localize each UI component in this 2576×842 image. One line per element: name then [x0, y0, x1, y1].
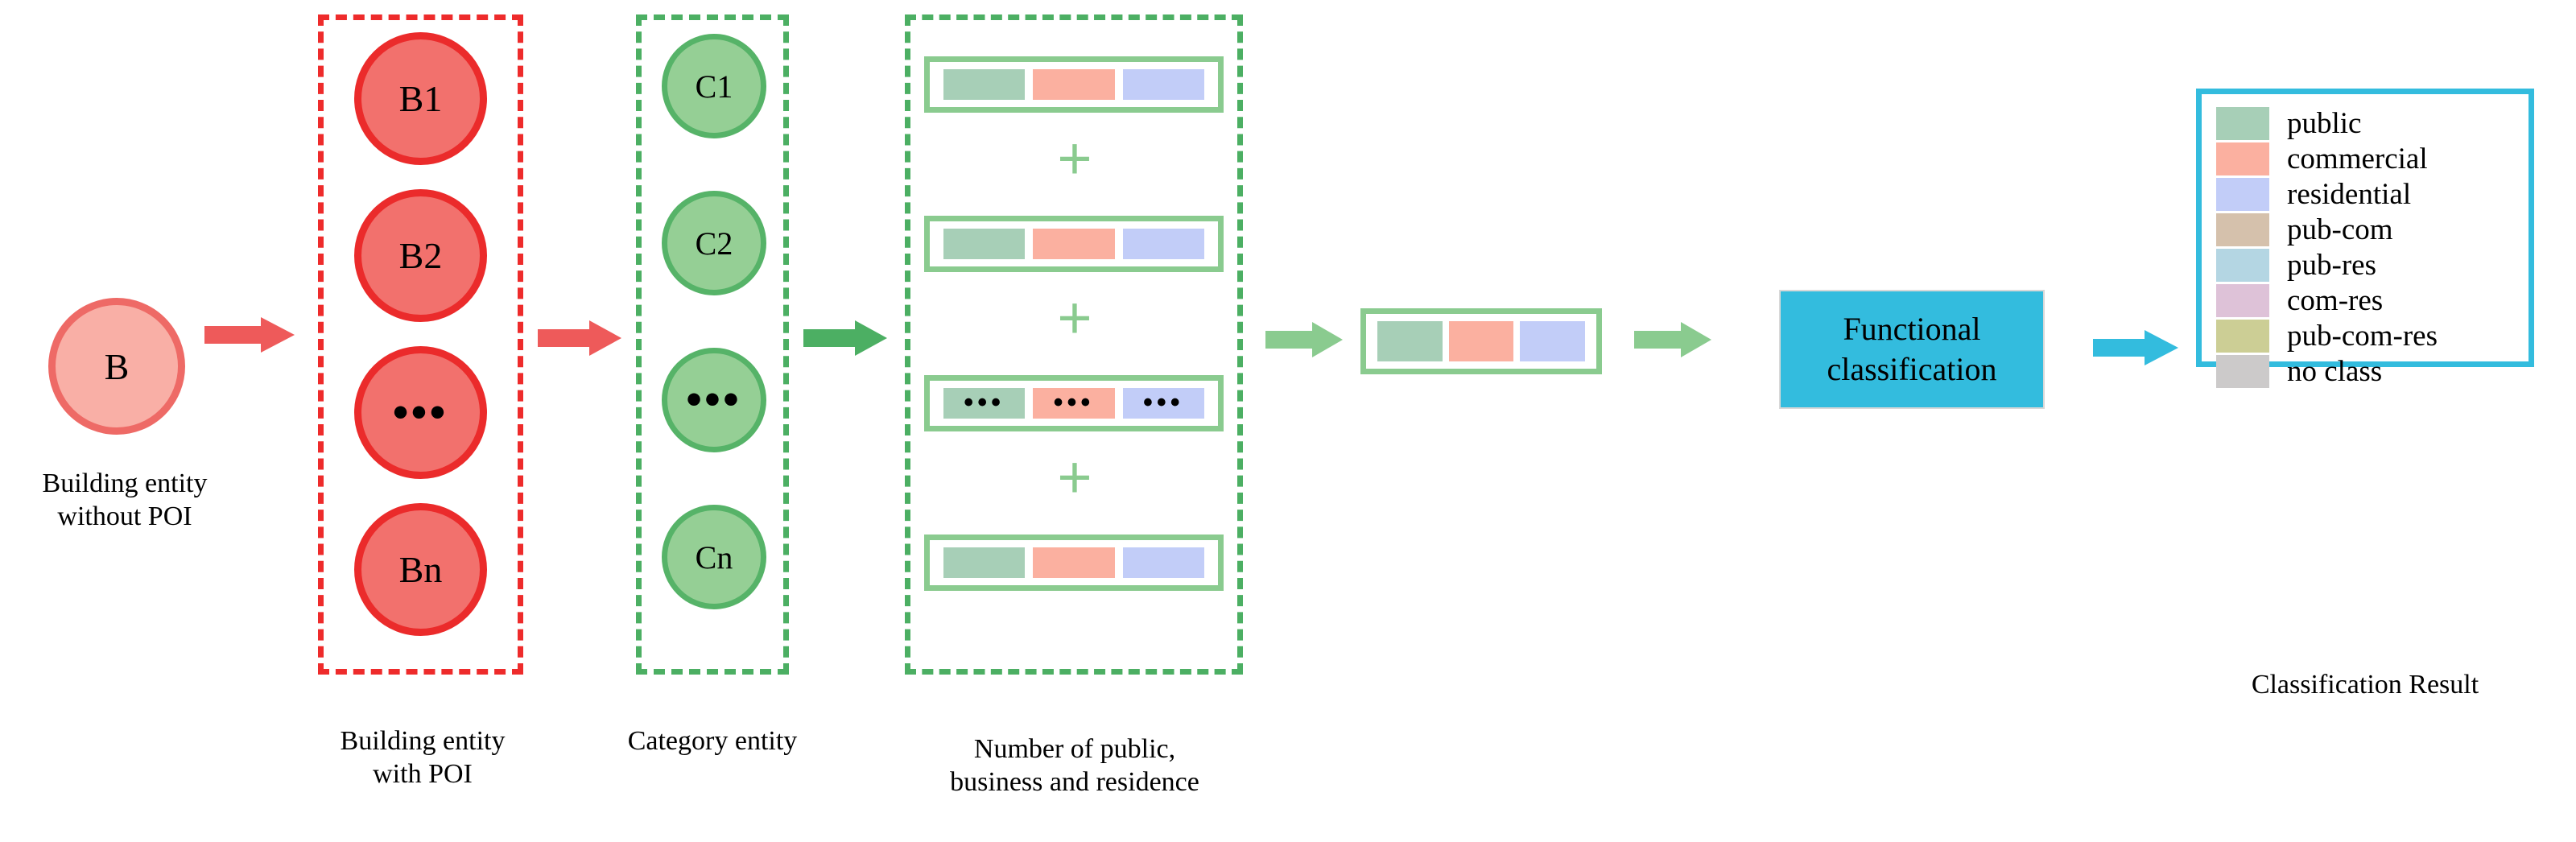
legend-swatch-residential: [2216, 177, 2269, 211]
vector-cell-public: [943, 229, 1026, 259]
category-node-ellipsis: •••: [662, 348, 766, 452]
vector-cell-residential: [1122, 547, 1204, 578]
legend-item: pub-res: [2216, 247, 2514, 283]
legend-item: com-res: [2216, 283, 2514, 318]
ellipsis-dots: •••: [393, 387, 448, 436]
legend-item: pub-com: [2216, 212, 2514, 247]
building-node-ellipsis: •••: [354, 346, 487, 479]
legend-item: commercial: [2216, 141, 2514, 176]
vector-cell-public: [943, 547, 1026, 578]
count-vector-row: [924, 56, 1224, 113]
caption-building-entity-without-poi: Building entity without POI: [42, 468, 208, 532]
vector-cell-residential: [1122, 229, 1204, 259]
aggregated-vector: [1360, 308, 1602, 374]
legend-swatch-no-class: [2216, 354, 2269, 388]
legend-swatch-public: [2216, 106, 2269, 140]
count-vector-row: [924, 535, 1224, 591]
building-entity-circle-label: B: [48, 298, 185, 435]
arrow-classifier-to-result: [2093, 330, 2178, 365]
legend-label-pub-com-res: pub-com-res: [2287, 319, 2438, 353]
vector-cell-commercial: [1033, 69, 1115, 100]
caption-building-entity-with-poi: Building entity with POI: [340, 726, 506, 790]
count-vectors-group-box: [905, 14, 1243, 675]
building-node-b2: B2: [354, 189, 487, 322]
building-node-b1: B1: [354, 32, 487, 165]
aggregate-cell-public: [1377, 321, 1443, 361]
functional-classification-block[interactable]: Functional classification: [1779, 290, 2045, 409]
category-node-cn: Cn: [662, 505, 766, 609]
legend-swatch-pub-com-res: [2216, 319, 2269, 353]
count-vector-row: ••• ••• •••: [924, 375, 1224, 431]
plus-operator: +: [1057, 125, 1092, 192]
legend-label-no-class: no class: [2287, 354, 2383, 388]
category-node-c2: C2: [662, 191, 766, 295]
arrow-aggregate-to-classifier: [1634, 322, 1711, 357]
arrow-b-to-building-group: [204, 317, 295, 353]
vector-cell-public: [943, 69, 1026, 100]
category-node-c1: C1: [662, 34, 766, 138]
legend-item: no class: [2216, 353, 2514, 389]
legend-swatch-com-res: [2216, 283, 2269, 317]
legend-swatch-pub-res: [2216, 248, 2269, 282]
legend-label-residential: residential: [2287, 177, 2412, 211]
building-node-bn: Bn: [354, 503, 487, 636]
vector-cell-residential: •••: [1122, 388, 1204, 419]
legend-item: residential: [2216, 176, 2514, 212]
legend-item: public: [2216, 105, 2514, 141]
plus-operator: +: [1057, 444, 1092, 510]
classification-result-legend: public commercial residential pub-com pu…: [2196, 89, 2534, 388]
ellipsis-dots: •••: [686, 375, 742, 424]
building-poi-group-box: [318, 14, 523, 675]
vector-cell-public: •••: [943, 388, 1026, 419]
aggregate-cell-commercial: [1448, 321, 1514, 361]
legend-label-pub-com: pub-com: [2287, 213, 2393, 246]
vector-cell-commercial: •••: [1033, 388, 1115, 419]
building-entity-node: B: [48, 298, 185, 435]
category-group-box: [636, 14, 789, 675]
legend-label-public: public: [2287, 106, 2362, 140]
arrow-counts-to-aggregate: [1265, 322, 1343, 357]
caption-number-of-public-business-residence: Number of public, business and residence: [950, 734, 1199, 798]
aggregate-cell-residential: [1520, 321, 1586, 361]
legend-swatch-commercial: [2216, 142, 2269, 175]
arrow-building-to-category: [538, 320, 621, 356]
count-vector-row: [924, 216, 1224, 272]
vector-cell-residential: [1122, 69, 1204, 100]
legend-label-pub-res: pub-res: [2287, 248, 2376, 282]
plus-operator: +: [1057, 284, 1092, 351]
vector-cell-commercial: [1033, 229, 1115, 259]
legend-item: pub-com-res: [2216, 318, 2514, 353]
legend-label-com-res: com-res: [2287, 283, 2384, 317]
legend-label-commercial: commercial: [2287, 142, 2428, 175]
legend-swatch-pub-com: [2216, 213, 2269, 246]
vector-cell-commercial: [1033, 547, 1115, 578]
caption-category-entity: Category entity: [627, 726, 798, 756]
caption-classification-result: Classification Result: [2251, 670, 2479, 700]
arrow-category-to-counts: [803, 320, 887, 356]
